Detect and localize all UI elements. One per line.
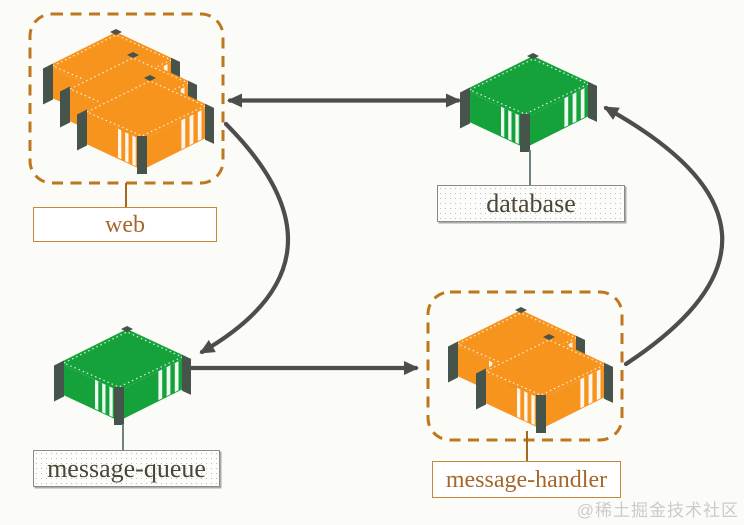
message-handler-containers-icon: [447, 306, 614, 434]
web-containers-icon: [42, 28, 215, 175]
watermark: @稀土掘金技术社区: [576, 501, 739, 520]
container-icon: [53, 325, 192, 426]
message-handler-cluster-outline: [426, 290, 624, 442]
edge-message-handler-database: [603, 105, 725, 367]
message-handler-label: message-handler: [432, 461, 621, 498]
web-label: web: [33, 207, 217, 242]
edge-web-message-queue: [199, 121, 291, 355]
message-queue-label: message-queue: [33, 450, 220, 487]
container-icon: [459, 52, 598, 153]
database-container-icon: [459, 52, 598, 153]
message-queue-container-icon: [53, 325, 192, 426]
database-label: database: [437, 185, 625, 222]
